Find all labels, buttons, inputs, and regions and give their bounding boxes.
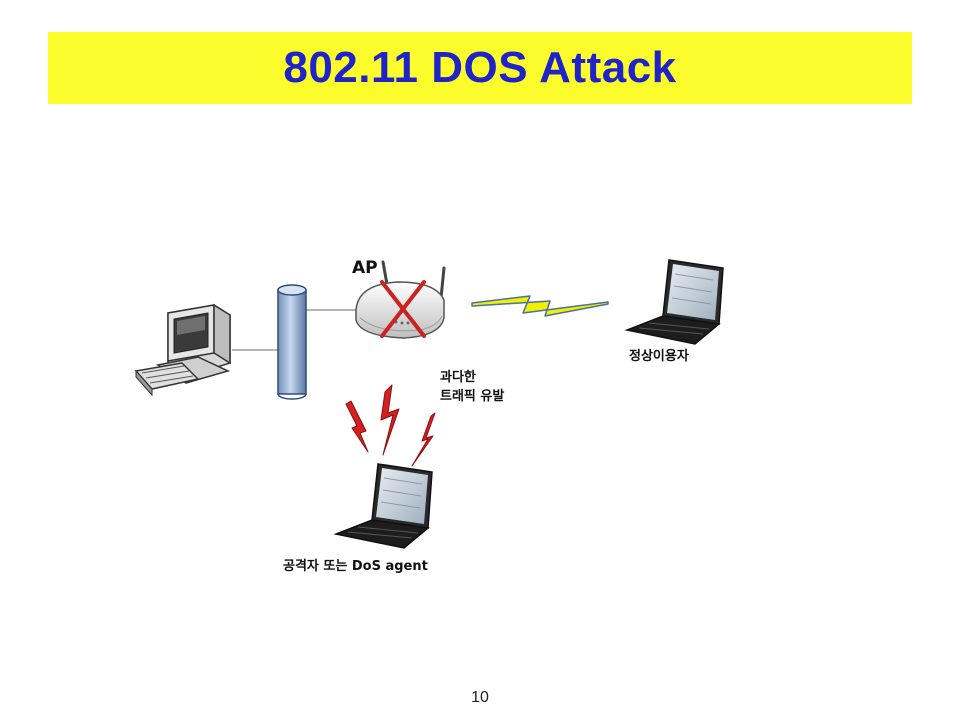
wireless-link-bolt-icon <box>471 295 609 317</box>
network-backbone-icon <box>277 284 307 400</box>
ap-label: AP <box>352 258 378 278</box>
laptop-icon-attacker <box>333 463 433 549</box>
wired-links <box>232 309 360 351</box>
excess-traffic-line-2: 트래픽 유발 <box>440 389 505 404</box>
excess-traffic-label: 과다한 트래픽 유발 <box>440 368 504 406</box>
desktop-computer-icon <box>134 303 231 397</box>
attack-bolt-icon <box>345 400 369 453</box>
page-number: 10 <box>471 689 489 706</box>
attack-bolt-icon <box>411 412 436 467</box>
laptop-icon-normal-user <box>624 259 724 345</box>
excess-traffic-line-1: 과다한 <box>440 370 476 385</box>
attack-bolt-icon <box>380 384 400 456</box>
attack-bolt-icons <box>345 384 436 467</box>
normal-user-label: 정상이용자 <box>629 349 689 364</box>
attacker-label: 공격자 또는 DoS agent <box>283 559 428 574</box>
blocked-x-icon <box>380 280 426 338</box>
title-banner: 802.11 DOS Attack <box>48 32 912 104</box>
page-title: 802.11 DOS Attack <box>283 43 677 92</box>
